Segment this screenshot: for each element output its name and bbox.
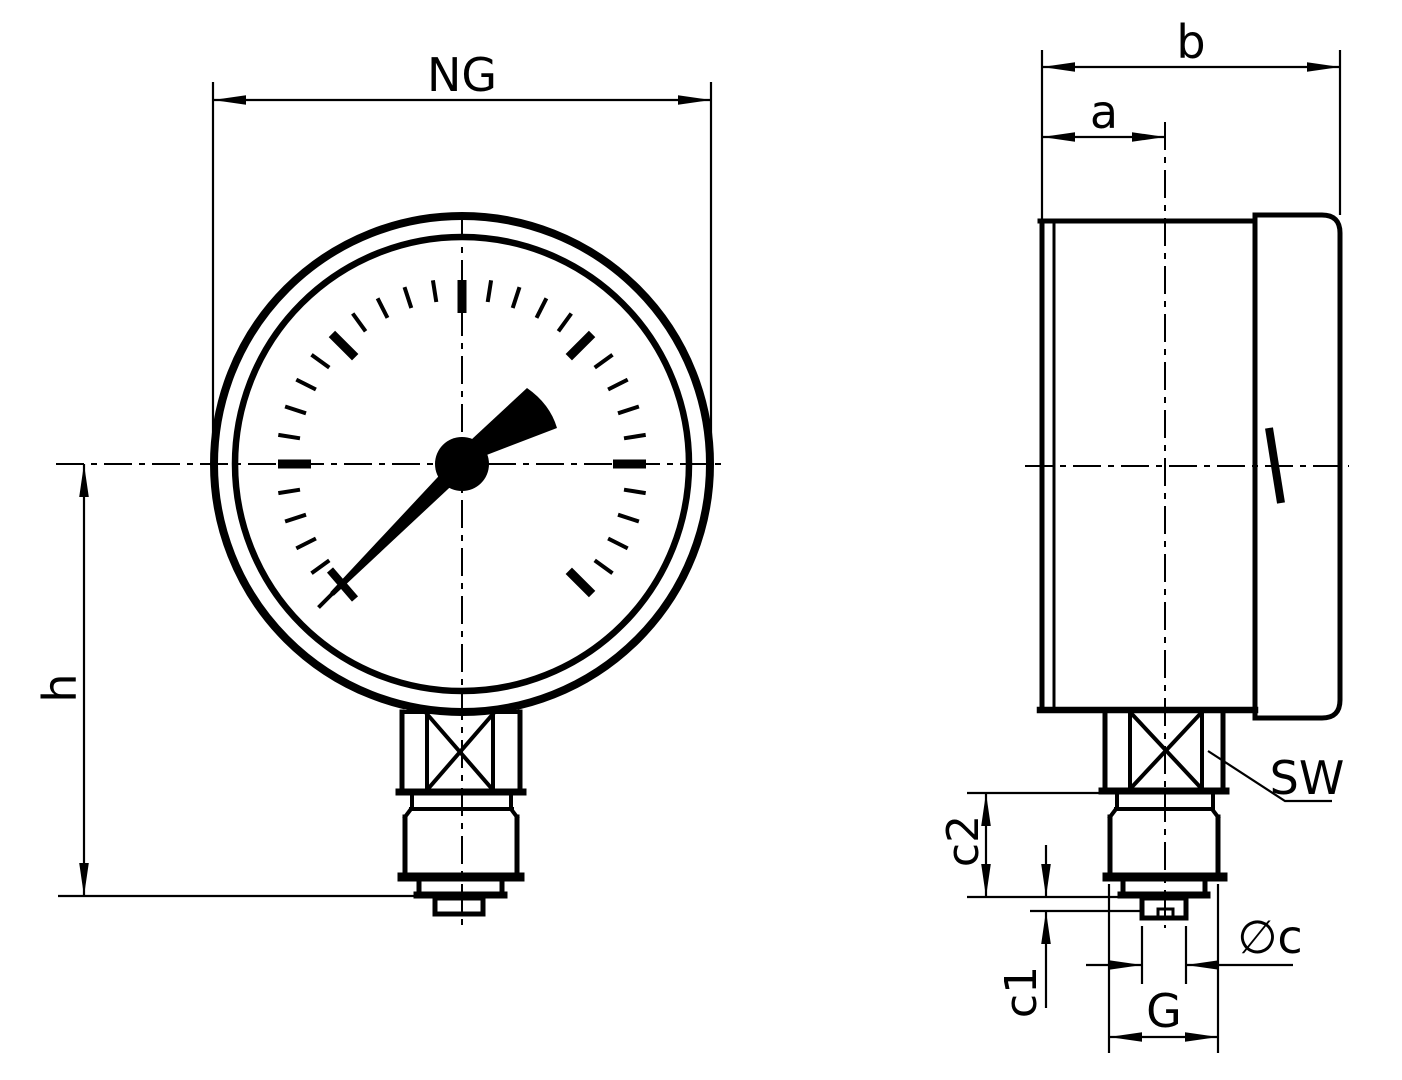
- c1-dimension: c1: [996, 845, 1140, 1018]
- dial-minor-tick: [593, 558, 614, 575]
- sw-leader-line: [1207, 750, 1332, 803]
- dial-minor-tick: [607, 536, 629, 551]
- pointer-edge-mark: [1265, 427, 1285, 504]
- dial-minor-tick: [623, 432, 647, 441]
- g-label: G: [1146, 984, 1182, 1038]
- ng-dimension: NG: [211, 48, 713, 464]
- h-dimension: h: [33, 464, 419, 898]
- dial-minor-tick: [617, 512, 640, 524]
- sw-callout: SW: [1207, 750, 1345, 805]
- bezel-ring-profile: [1252, 212, 1343, 721]
- side-connection: [1098, 707, 1230, 921]
- front-view: NG h: [33, 48, 724, 928]
- zero-stop-pin: [326, 567, 359, 602]
- dial-minor-tick: [310, 558, 331, 575]
- side-case: [1036, 212, 1343, 721]
- dial-minor-tick: [510, 286, 522, 309]
- needle-hub: [435, 437, 489, 491]
- dial-minor-tick: [310, 353, 331, 370]
- dial-minor-tick: [375, 297, 390, 319]
- hex-cross-line-2-s: [1127, 709, 1205, 792]
- dial-major-tick: [328, 330, 359, 361]
- dial-minor-tick: [277, 432, 301, 441]
- a-label: a: [1090, 85, 1118, 139]
- front-centerlines: [56, 212, 724, 928]
- dial-minor-tick: [295, 377, 317, 392]
- side-view: b a: [938, 15, 1349, 1053]
- needle-pointer: [330, 472, 454, 596]
- c2-dimension: c2: [938, 791, 1120, 899]
- dial-minor-tick: [351, 312, 368, 333]
- c1-label: c1: [996, 966, 1047, 1018]
- front-connection: [395, 709, 527, 917]
- hex-cross-line-2: [424, 711, 496, 793]
- c2-label: c2: [938, 815, 989, 867]
- gauge-needle: [326, 388, 557, 602]
- dial-minor-tick: [430, 279, 439, 303]
- tip-bore-mark: [1156, 907, 1175, 920]
- a-dimension: a: [1042, 85, 1165, 142]
- dial-minor-tick: [485, 279, 494, 303]
- dial-minor-tick: [593, 353, 614, 370]
- dia-c-dimension: ∅c: [1086, 910, 1303, 984]
- dial-minor-tick: [556, 312, 573, 333]
- dial-major-tick: [565, 567, 596, 598]
- dial-rim-circle: [231, 233, 693, 695]
- dial-minor-tick: [402, 286, 414, 309]
- dial-minor-tick: [284, 404, 307, 416]
- dia-c-label: ∅c: [1237, 910, 1302, 964]
- dial-minor-tick: [607, 377, 629, 392]
- needle-counterweight: [471, 388, 557, 456]
- b-label: b: [1176, 15, 1205, 69]
- side-centerlines: [1025, 122, 1349, 928]
- ng-label: NG: [427, 48, 497, 102]
- h-label: h: [33, 673, 87, 702]
- dial-minor-tick: [277, 487, 301, 496]
- dial-minor-tick: [534, 297, 549, 319]
- dial-major-tick: [565, 330, 596, 361]
- tip-nozzle-front: [432, 895, 486, 917]
- dial-minor-tick: [295, 536, 317, 551]
- dial-minor-tick: [623, 487, 647, 496]
- b-dimension: b: [1040, 15, 1342, 221]
- sw-label: SW: [1270, 751, 1345, 805]
- dial-minor-tick: [284, 512, 307, 524]
- dial-minor-tick: [617, 404, 640, 416]
- g-dimension: G: [1107, 884, 1220, 1053]
